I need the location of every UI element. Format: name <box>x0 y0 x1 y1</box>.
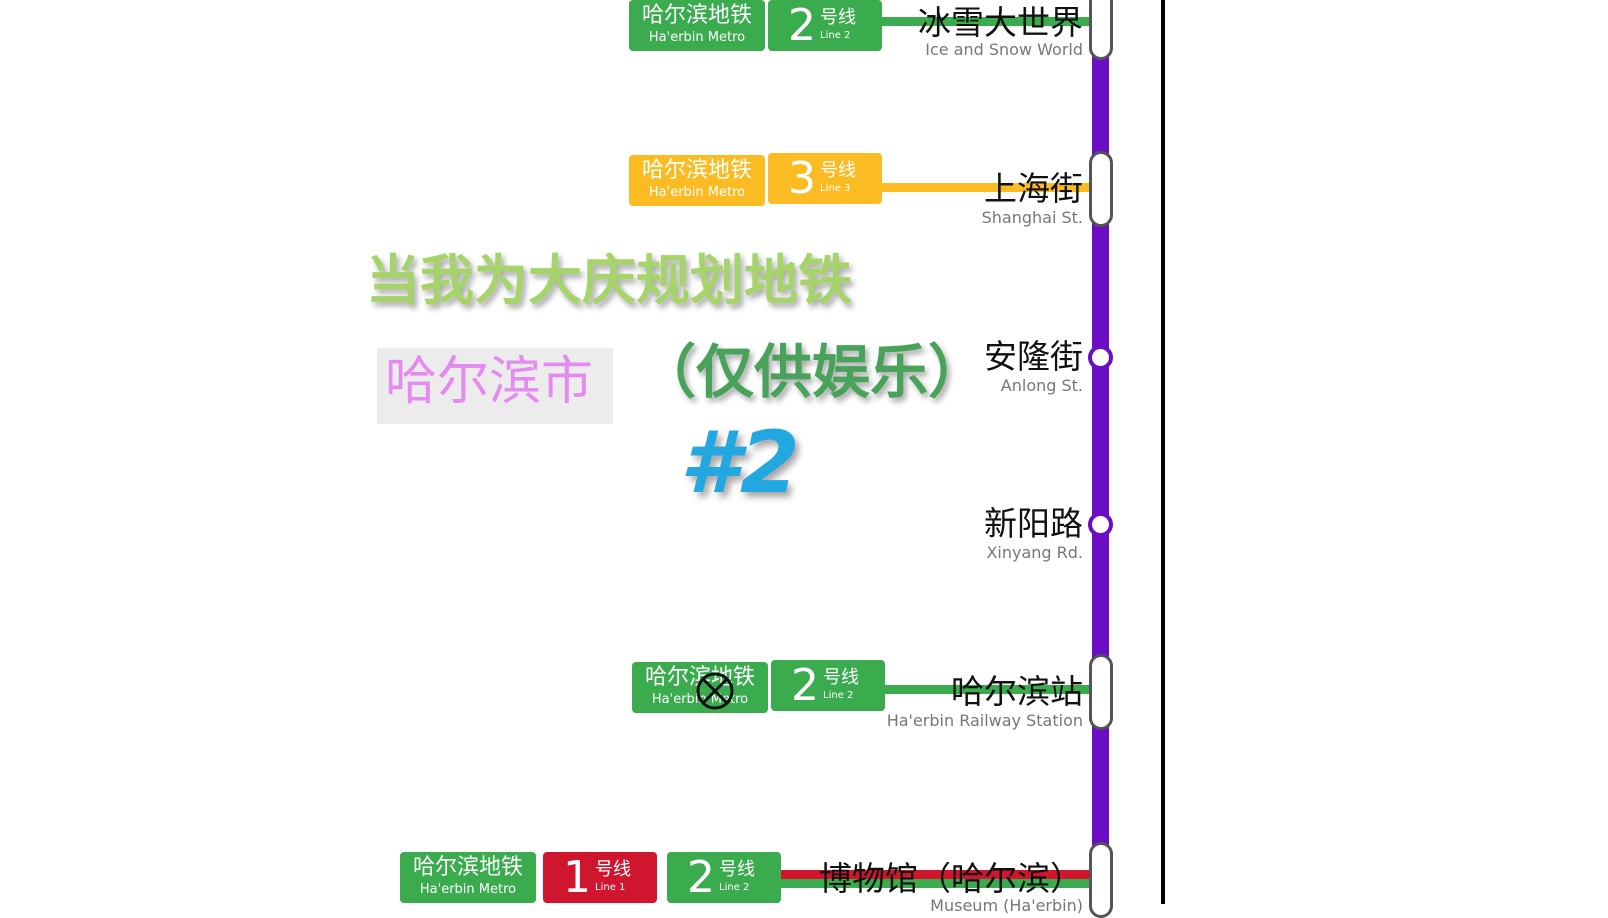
transfer-connector-line2 <box>883 685 1095 694</box>
interchange-marker <box>1089 842 1113 918</box>
line-badge-2: 2 号线 Line 2 <box>667 852 781 903</box>
line-en: Line 2 <box>719 882 750 893</box>
main-line-track <box>1092 0 1109 904</box>
line-badge-1: 1 号线 Line 1 <box>543 852 657 903</box>
transfer-connector-line2 <box>780 879 1095 888</box>
overlay-city: 哈尔滨市 <box>385 352 594 412</box>
station-name: 博物馆（哈尔滨） <box>819 859 1083 898</box>
transfer-connector-line2 <box>880 17 1095 26</box>
line-badge-3: 3 号线 Line 3 <box>768 153 882 204</box>
line-badge-2: 2 号线 Line 2 <box>771 660 885 711</box>
line-badge-2: 2 号线 Line 2 <box>768 0 882 51</box>
line-en: Line 1 <box>595 882 626 893</box>
station-name: 冰雪大世界 <box>918 3 1083 42</box>
line-number: 1 <box>563 852 591 903</box>
interchange-marker <box>1089 0 1113 60</box>
station-marker <box>1088 345 1113 370</box>
line-number: 2 <box>791 660 819 711</box>
line-en: Line 3 <box>820 183 851 194</box>
station-name: 上海街 <box>984 169 1083 208</box>
city-label-box <box>377 348 613 424</box>
metro-name-cn: 哈尔滨地铁 <box>641 3 752 28</box>
interchange-marker <box>1089 151 1113 227</box>
transfer-connector-line1 <box>780 870 1095 879</box>
transfer-connector-line3 <box>880 183 1095 192</box>
metro-badge: 哈尔滨地铁 Ha'erbin Metro <box>632 662 768 713</box>
metro-name-en: Ha'erbin Metro <box>648 30 746 45</box>
metro-name-cn: 哈尔滨地铁 <box>641 158 752 183</box>
line-en: Line 2 <box>820 30 851 41</box>
station-name-en: Xinyang Rd. <box>986 543 1083 562</box>
overlay-episode: #2 <box>680 413 800 513</box>
station-name-en: Anlong St. <box>1000 376 1083 395</box>
metro-name-en: Ha'erbin Metro <box>648 185 746 200</box>
station-name-en: Ha'erbin Railway Station <box>886 711 1083 730</box>
metro-badge: 哈尔滨地铁 Ha'erbin Metro <box>629 0 765 51</box>
line-suffix: 号线 <box>823 667 859 688</box>
interchange-marker <box>1089 654 1113 730</box>
line-suffix: 号线 <box>595 859 631 880</box>
line-en: Line 2 <box>823 690 854 701</box>
station-name: 哈尔滨站 <box>951 672 1083 711</box>
metro-badge: 哈尔滨地铁 Ha'erbin Metro <box>400 852 536 903</box>
station-name: 安隆街 <box>984 337 1083 376</box>
line-number: 2 <box>788 0 816 51</box>
station-marker <box>1088 512 1113 537</box>
overlay-title: 当我为大庆规划地铁 <box>366 249 852 312</box>
line-suffix: 号线 <box>820 7 856 28</box>
station-name-en: Museum (Ha'erbin) <box>930 896 1083 915</box>
line-number: 3 <box>788 153 816 204</box>
overlay-note: （仅供娱乐） <box>638 338 987 406</box>
metro-name-cn: 哈尔滨地铁 <box>412 855 523 880</box>
metro-name-en: Ha'erbin Metro <box>419 882 517 897</box>
station-name-en: Ice and Snow World <box>925 40 1083 59</box>
panel-divider <box>1161 0 1165 904</box>
closed-cross-circle-icon <box>696 672 734 710</box>
line-number: 2 <box>687 852 715 903</box>
station-name: 新阳路 <box>984 504 1083 543</box>
metro-badge: 哈尔滨地铁 Ha'erbin Metro <box>629 155 765 206</box>
station-name-en: Shanghai St. <box>981 208 1083 227</box>
line-suffix: 号线 <box>820 160 856 181</box>
line-suffix: 号线 <box>719 859 755 880</box>
